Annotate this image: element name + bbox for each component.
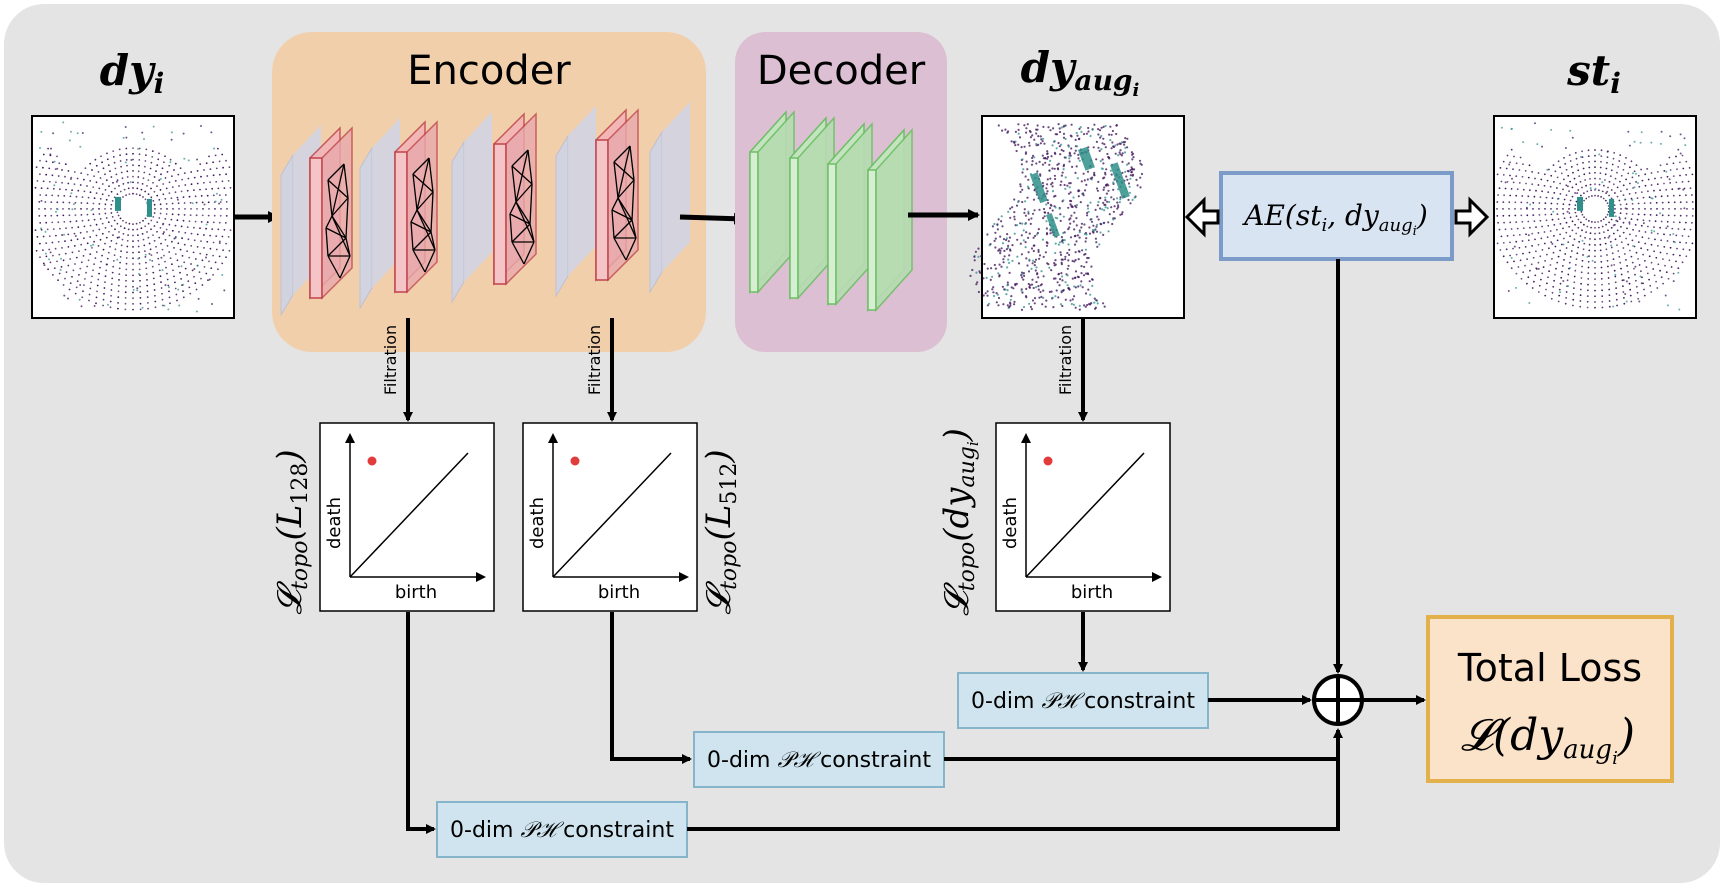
- persistence-diagram-l128: birth death: [319, 422, 495, 612]
- arrow-encoder-to-decoder: [679, 212, 746, 225]
- encoder-conv-layer: [493, 112, 537, 286]
- pd-point: [570, 456, 580, 466]
- input-pointcloud-image: [31, 115, 235, 319]
- aug-sub: aug: [1074, 64, 1132, 97]
- loss-label-dyaug: 𝓛topo(dyaugi): [937, 428, 982, 616]
- encoder-gray-layer: [555, 106, 596, 298]
- encoder-gray-layer: [649, 102, 690, 294]
- decoder-layer: [749, 110, 795, 294]
- connector-pd2-to-constraint: [610, 612, 692, 764]
- total-loss-title: Total Loss: [1457, 646, 1642, 690]
- aug-subsub: i: [1133, 80, 1140, 101]
- constraint-box-dyaug: 0-dim 𝒫ℋ constraint: [957, 672, 1209, 729]
- loss-label-l512: 𝓛topo(L512): [699, 449, 742, 614]
- input-label: dyi: [100, 46, 164, 100]
- encoder-conv-layer: [309, 126, 353, 300]
- connector-pd1-to-constraint: [406, 612, 436, 834]
- svg-text:0-dim 𝒫ℋ constraint: 0-dim 𝒫ℋ constraint: [450, 818, 674, 843]
- decoder-layer: [867, 128, 913, 312]
- persistence-diagram-l512: birth death: [522, 422, 698, 612]
- decoder-title: Decoder: [757, 48, 926, 94]
- sum-node: [1312, 674, 1364, 726]
- total-loss-box: [1426, 615, 1674, 783]
- connector-constraint3-to-sum: [687, 730, 1340, 831]
- encoder-conv-layer: [595, 108, 639, 282]
- encoder-gray-layer: [451, 112, 492, 304]
- decoder-layer: [789, 116, 835, 300]
- pd-point: [367, 456, 377, 466]
- pd-diagonal: [552, 452, 672, 578]
- pd-point: [1043, 456, 1053, 466]
- encoder-title: Encoder: [407, 48, 571, 94]
- filtration-label-2: Filtration: [585, 325, 604, 395]
- hollow-arrow-left-shape: [1184, 196, 1220, 238]
- aug-var: dy: [1021, 43, 1077, 92]
- pd-ylabel: death: [527, 497, 548, 549]
- total-loss-formula: 𝓛(dyaugi): [1461, 710, 1635, 769]
- constraint-box-l512: 0-dim 𝒫ℋ constraint: [693, 731, 945, 788]
- ae-box: [1219, 171, 1454, 261]
- pd-xlabel: birth: [395, 582, 437, 603]
- pd-diagonal: [349, 452, 469, 578]
- filtration-label-1: Filtration: [381, 325, 400, 395]
- encoder-conv-layer: [394, 120, 438, 294]
- filtration-label-3: Filtration: [1056, 325, 1075, 395]
- constraint-box-l128: 0-dim 𝒫ℋ constraint: [436, 801, 688, 858]
- svg-text:0-dim 𝒫ℋ constraint: 0-dim 𝒫ℋ constraint: [707, 748, 931, 773]
- static-sub: i: [1610, 67, 1621, 100]
- svg-text:0-dim 𝒫ℋ constraint: 0-dim 𝒫ℋ constraint: [971, 689, 1195, 714]
- pd-xlabel: birth: [598, 582, 640, 603]
- decoder-layer: [827, 122, 873, 306]
- decoder-layers: [749, 110, 913, 312]
- loss-label-l128: 𝓛topo(L128): [270, 449, 313, 614]
- input-sub: i: [154, 67, 165, 100]
- pd-ylabel: death: [324, 497, 345, 549]
- pd-xlabel: birth: [1071, 582, 1113, 603]
- encoder-layers: [280, 102, 690, 317]
- pd-ylabel: death: [1000, 497, 1021, 549]
- augmented-label: dyaugi: [1021, 43, 1140, 101]
- hollow-arrow-right-shape: [1454, 196, 1490, 238]
- static-var: st: [1566, 46, 1610, 95]
- input-var: dy: [100, 46, 156, 95]
- augmented-pointcloud-image: [969, 115, 1185, 319]
- static-pointcloud-image: [1493, 115, 1697, 319]
- pd-diagonal: [1025, 452, 1145, 578]
- persistence-diagram-dyaug: birth death: [995, 422, 1171, 612]
- encoder-gray-layer: [359, 118, 400, 310]
- ae-formula: AE(sti, dyaugi): [1241, 199, 1428, 239]
- static-label: sti: [1566, 46, 1621, 100]
